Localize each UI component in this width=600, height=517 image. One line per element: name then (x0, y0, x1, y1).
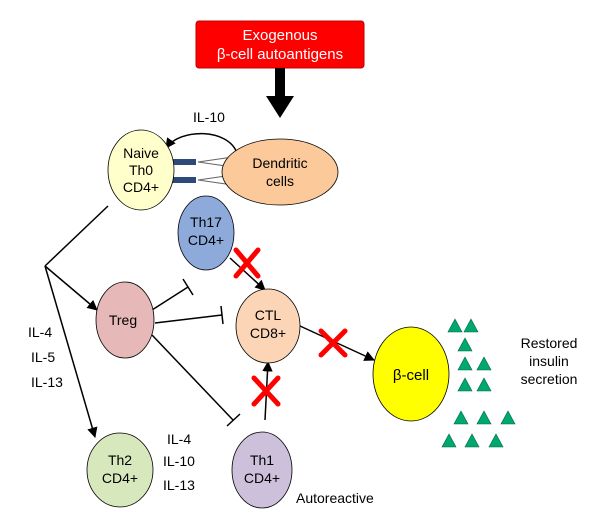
label-th1-cytokine-3: IL-13 (163, 477, 195, 493)
cell-th17-shape (177, 195, 235, 271)
receptor-bar-top (170, 159, 196, 165)
insulin-triangle-9 (476, 410, 492, 425)
insulin-triangle-13 (488, 433, 504, 448)
treg-inhibits-th17-bar (182, 278, 194, 296)
label-restored-3: secretion (521, 371, 578, 387)
cell-treg: Treg (95, 281, 155, 359)
cell-th17: Th17 CD4+ (177, 195, 235, 271)
ctl-to-beta-arrow (299, 325, 375, 361)
cell-th2-label-2: CD4+ (102, 470, 138, 486)
cell-ctl-label-1: CTL (255, 307, 282, 323)
insulin-triangle-8 (453, 410, 469, 425)
naive-to-branch-line (44, 205, 109, 267)
label-th2-cytokine-3: IL-13 (31, 374, 63, 390)
antigen-box: Exogenous β-cell autoantigens (195, 20, 365, 69)
antigen-down-arrow (266, 68, 294, 118)
treg-inhibits-th17 (151, 286, 189, 311)
cell-th2-label-1: Th2 (108, 452, 132, 468)
treg-inhibits-ctl-bar (220, 305, 224, 325)
label-il10-top: IL-10 (193, 109, 225, 125)
label-th1-cytokine-2: IL-10 (163, 453, 195, 469)
insulin-triangle-11 (441, 433, 457, 448)
antigen-box-line1: Exogenous (242, 27, 317, 44)
cell-naive-shape (107, 129, 175, 211)
block-x-ctl-beta (318, 328, 348, 358)
label-restored-2: insulin (529, 353, 569, 369)
cell-naive-label-3: CD4+ (123, 179, 159, 195)
branch-to-treg-arrow (44, 265, 98, 311)
block-x-th17-ctl (233, 247, 261, 279)
insulin-triangle-10 (500, 410, 516, 425)
cell-th17-label-2: CD4+ (188, 232, 224, 248)
label-th2-cytokine-2: IL-5 (31, 349, 55, 365)
connections (44, 132, 375, 439)
branch-to-th2-arrow (44, 265, 98, 439)
cell-beta-label: β-cell (393, 367, 429, 384)
cell-naive-label-1: Naive (123, 145, 159, 161)
cell-th2-shape (86, 432, 154, 508)
cell-treg-label: Treg (109, 312, 137, 328)
cell-th1: Th1 CD4+ (231, 431, 293, 509)
insulin-triangles (441, 318, 516, 448)
treg-inhibits-th1 (151, 334, 234, 421)
cell-th2: Th2 CD4+ (86, 432, 154, 508)
block-marks (233, 247, 348, 407)
cell-treg-shape (95, 281, 155, 359)
cell-dendritic-label-2: cells (266, 173, 294, 189)
label-restored-1: Restored (521, 335, 578, 351)
insulin-triangle-7 (476, 377, 492, 392)
block-x-th1-ctl (251, 375, 281, 407)
label-th1-cytokine-1: IL-4 (167, 431, 191, 447)
treg-inhibits-ctl (154, 314, 223, 324)
il10-curve-arrow (165, 132, 238, 154)
treg-inhibits-th1-bar (226, 413, 241, 427)
insulin-triangle-4 (457, 356, 473, 371)
insulin-triangle-12 (464, 433, 480, 448)
cell-ctl-label-2: CD8+ (250, 325, 286, 341)
insulin-triangle-3 (457, 337, 473, 352)
label-th2-cytokine-1: IL-4 (28, 324, 52, 340)
th17-to-ctl-arrow (229, 257, 266, 291)
cell-dendritic-shape (221, 138, 339, 206)
antigen-box-line2: β-cell autoantigens (217, 46, 343, 63)
cell-th1-label-2: CD4+ (244, 470, 280, 486)
cell-ctl-shape (235, 288, 301, 364)
label-autoreactive: Autoreactive (296, 490, 374, 506)
insulin-triangle-6 (457, 377, 473, 392)
cell-beta: β-cell (372, 326, 450, 422)
cell-naive-th0: Naive Th0 CD4+ (107, 129, 175, 211)
cell-th17-label-1: Th17 (190, 214, 222, 230)
cell-naive-label-2: Th0 (129, 162, 153, 178)
cell-th1-shape (231, 431, 293, 509)
cell-th1-label-1: Th1 (250, 452, 274, 468)
insulin-triangle-1 (447, 318, 463, 333)
cell-beta-shape (372, 326, 450, 422)
cell-dendritic-label-1: Dendritic (252, 155, 307, 171)
receptor-bar-bottom (170, 177, 196, 183)
insulin-triangle-5 (476, 356, 492, 371)
cell-ctl: CTL CD8+ (235, 288, 301, 364)
cell-dendritic: Dendritic cells (221, 138, 339, 206)
insulin-triangle-2 (463, 318, 479, 333)
